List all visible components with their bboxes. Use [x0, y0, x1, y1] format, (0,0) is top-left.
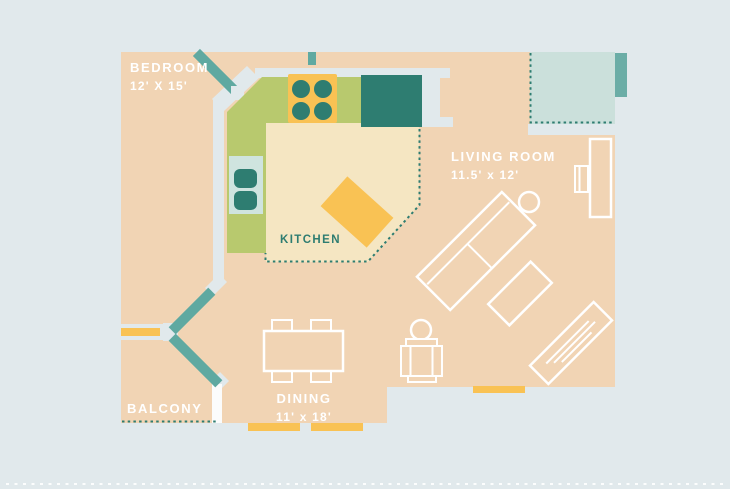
burner-icon: [314, 80, 332, 98]
room-dims: 12' X 15': [130, 78, 188, 93]
dining-label: DINING 11' x 18': [262, 391, 346, 424]
sink-basin: [234, 191, 257, 210]
window-icon: [473, 386, 525, 393]
kitchen-island-icon: [320, 176, 394, 248]
room-name: DINING: [276, 391, 332, 406]
sink-basin: [234, 169, 257, 188]
balcony-label: BALCONY: [127, 401, 202, 417]
sofa-seat-divider: [466, 243, 493, 269]
burner-icon: [292, 102, 310, 120]
living-room-furniture: [415, 137, 614, 386]
burner-icon: [292, 80, 310, 98]
refrigerator-icon: [361, 75, 422, 127]
round-side-table-icon: [517, 190, 541, 214]
window-icon: [248, 423, 300, 431]
doors: [168, 48, 316, 388]
kitchen-area: [227, 74, 422, 263]
kitchen-right-wall-flange: [422, 117, 453, 127]
kitchen-dotted-border: [264, 129, 421, 263]
windows: [121, 328, 525, 431]
balcony-door-upper-swing-icon: [168, 287, 216, 335]
console-shelf-line: [553, 321, 596, 364]
window-icon: [311, 423, 363, 431]
room-name: LIVING ROOM: [451, 149, 556, 164]
kitchen-top-wall: [255, 68, 450, 78]
console-shelf-line: [545, 320, 590, 365]
mint-area: [530, 52, 615, 124]
console-outline: [528, 300, 614, 386]
kitchen-right-wall: [422, 78, 440, 118]
kitchen-left-wall: [213, 98, 224, 282]
right-wall-door-icon: [615, 53, 627, 97]
sink-icon: [229, 156, 263, 214]
living-room-label: LIVING ROOM 11.5' x 12': [451, 149, 556, 182]
dining-table-icon: [262, 329, 345, 373]
coffee-table-icon: [486, 259, 554, 328]
stove-icon: [288, 74, 337, 123]
balcony-right-wall: [212, 384, 222, 423]
room-name: BEDROOM: [130, 60, 210, 75]
room-name: BALCONY: [127, 401, 203, 416]
kitchen-label: KITCHEN: [280, 234, 341, 248]
console-table-icon: [528, 300, 614, 386]
armchair-icon: [400, 345, 443, 377]
dining-set: [262, 319, 345, 383]
bedroom-door-pivot: [231, 86, 244, 100]
window-icon: [121, 328, 160, 336]
balcony-door-lower-swing-icon: [168, 333, 223, 388]
bedroom-label: BEDROOM 12' X 15': [130, 60, 209, 93]
room-dims: 11.5' x 12': [451, 167, 520, 182]
room-dims: 11' x 18': [276, 409, 332, 424]
room-name: KITCHEN: [280, 234, 341, 246]
bedroom-door-swing-icon: [192, 48, 239, 95]
top-wall-door-jamb: [308, 52, 316, 65]
armchair-group: [400, 318, 443, 383]
burner-icon: [314, 102, 332, 120]
tv-stand-icon: [588, 137, 613, 219]
mint-area-dotted-border: [529, 53, 614, 124]
mint-bottom-wall: [528, 124, 615, 135]
tv-icon: [574, 165, 589, 193]
sofa-icon: [415, 190, 537, 312]
console-shelf-line: [561, 331, 593, 363]
